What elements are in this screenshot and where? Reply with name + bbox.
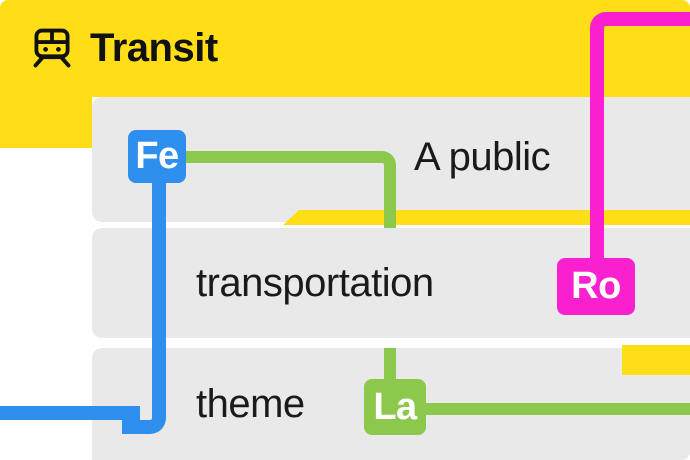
blue-line-horizontal [0,406,140,420]
page-title: Transit [90,26,218,70]
header-banner [0,0,690,97]
magenta-line-horizontal [606,12,690,26]
brand: Transit [30,26,218,70]
green-line-vertical-lower [384,348,396,388]
green-line-horizontal-upper [186,151,382,163]
tram-icon [30,26,74,70]
magenta-line-vertical [590,28,604,260]
tagline-line-1: A public [414,135,551,179]
station-badge-fe[interactable]: Fe [128,130,186,183]
station-badge-fe-label: Fe [135,135,179,177]
yellow-band-lower [622,345,690,375]
yellow-band-middle [298,210,690,225]
header-banner-tab [0,97,92,148]
blue-line-corner [122,390,166,434]
tagline-line-3: theme [196,382,305,426]
station-badge-la-label: La [373,385,417,428]
green-line-vertical-upper [384,165,396,228]
station-badge-la[interactable]: La [364,379,426,435]
tagline-line-2: transportation [196,261,434,305]
green-line-horizontal-lower [420,403,690,415]
station-badge-ro[interactable]: Ro [557,258,635,315]
station-badge-ro-label: Ro [571,265,621,307]
blue-line-vertical [152,175,166,404]
